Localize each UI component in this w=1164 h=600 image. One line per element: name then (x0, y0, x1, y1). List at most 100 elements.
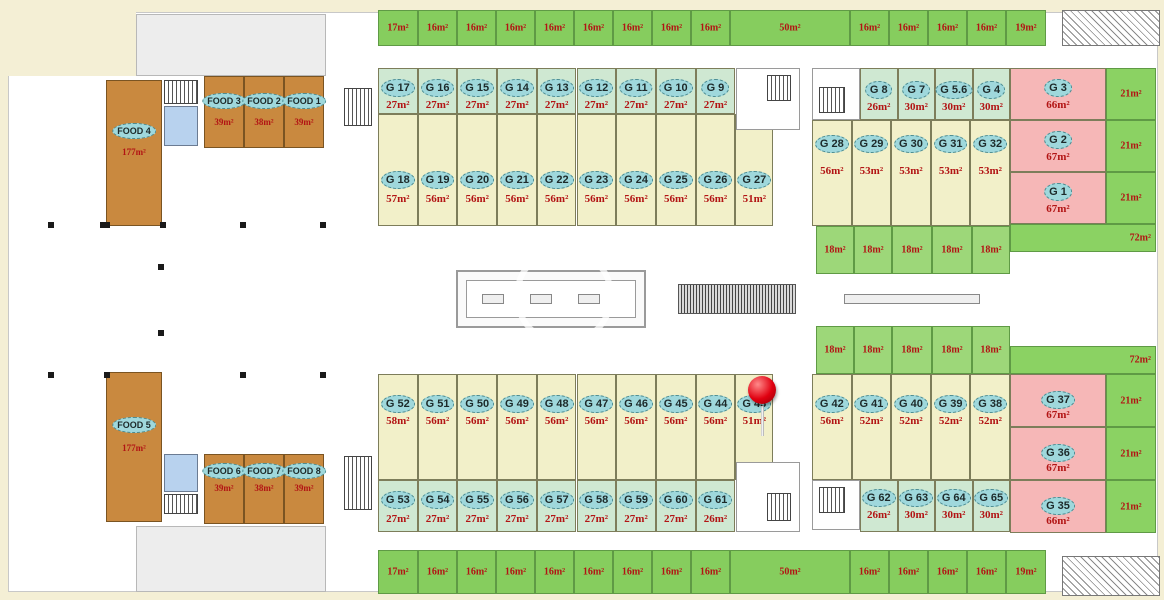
garden-plot: 21m² (1106, 120, 1156, 172)
unit-area-label: 56m² (584, 415, 609, 427)
garden-area-label: 18m² (901, 344, 923, 356)
unit-id-label: G 58 (579, 491, 614, 509)
shop-unit[interactable]: G 7 30m² (897, 68, 935, 120)
unit-id-label: FOOD 1 (282, 93, 326, 109)
unit-area-label: 66m² (1046, 515, 1070, 527)
unit-id-label: FOOD 4 (112, 123, 156, 139)
unit-id-label: G 19 (420, 171, 455, 189)
unit-id-label: G 52 (380, 395, 415, 413)
garden-area-label: 19m² (1015, 566, 1037, 578)
garden-plot: 18m² (932, 226, 972, 274)
garden-plot: 16m² (850, 10, 889, 46)
map-pin-icon[interactable] (748, 376, 776, 404)
garden-plot: 18m² (972, 226, 1010, 274)
garden-plot: 50m² (730, 10, 850, 46)
unit-area-label: 56m² (425, 415, 450, 427)
garden-plot: 18m² (854, 226, 892, 274)
unit-id-label: G 39 (933, 395, 968, 413)
unit-id-label: G 12 (579, 79, 614, 97)
column-marker (104, 222, 110, 228)
column-marker (158, 330, 164, 336)
garden-area-label: 17m² (387, 566, 409, 578)
garden-area-label: 21m² (1120, 395, 1142, 406)
unit-area-label: 30m² (904, 101, 928, 113)
garden-plot: 72m² (1010, 346, 1156, 374)
unit-area-label: 53m² (938, 165, 963, 177)
garden-area-label: 16m² (897, 22, 920, 34)
unit-area-label: 56m² (544, 193, 569, 205)
column-marker (158, 264, 164, 270)
unit-area-label: 56m² (544, 415, 569, 427)
unit-id-label: G 7 (902, 81, 931, 99)
